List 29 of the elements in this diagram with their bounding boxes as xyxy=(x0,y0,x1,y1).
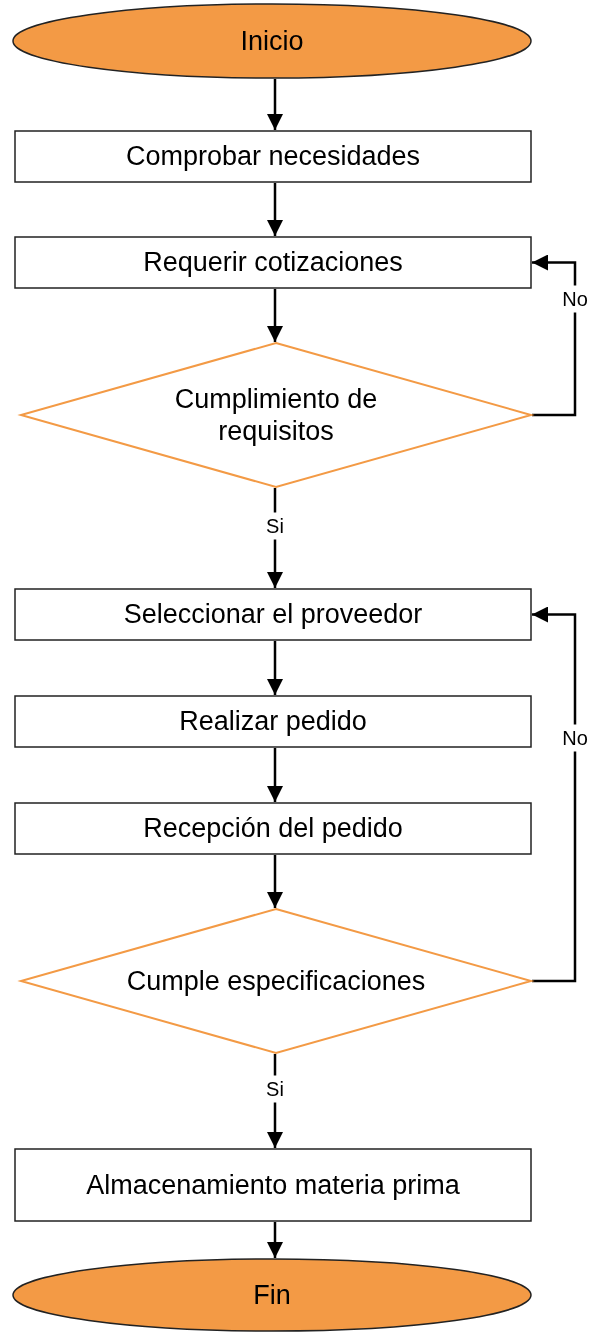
arrow xyxy=(267,79,283,130)
terminal-ellipse xyxy=(12,3,532,79)
process-box xyxy=(14,802,532,855)
node-label: Seleccionar el proveedor xyxy=(123,598,423,631)
arrow xyxy=(532,606,577,983)
arrow xyxy=(267,748,283,802)
node-label: Realizar pedido xyxy=(179,705,367,738)
decision-diamond xyxy=(20,908,532,1054)
decision-diamond xyxy=(20,342,532,488)
node-label: Fin xyxy=(253,1278,291,1312)
process-box xyxy=(14,1148,532,1222)
arrow xyxy=(267,289,283,342)
terminal-ellipse xyxy=(12,1258,532,1332)
node-label: Almacenamiento materia prima xyxy=(86,1168,460,1202)
arrow xyxy=(267,1222,283,1258)
arrow xyxy=(267,641,283,695)
node-label: Cumple especificaciones xyxy=(126,964,426,998)
node-label: Inicio xyxy=(240,24,304,58)
node-label: Requerir cotizaciones xyxy=(143,246,403,279)
arrow xyxy=(532,254,577,417)
node-label: Recepción del pedido xyxy=(143,812,403,845)
process-box xyxy=(14,695,532,748)
node-label: Comprobar necesidades xyxy=(125,140,421,173)
node-label: Cumplimiento de requisitos xyxy=(173,382,379,448)
arrow xyxy=(267,855,283,908)
process-box xyxy=(14,236,532,289)
process-box xyxy=(14,588,532,641)
process-box xyxy=(14,130,532,183)
arrow xyxy=(267,183,283,236)
